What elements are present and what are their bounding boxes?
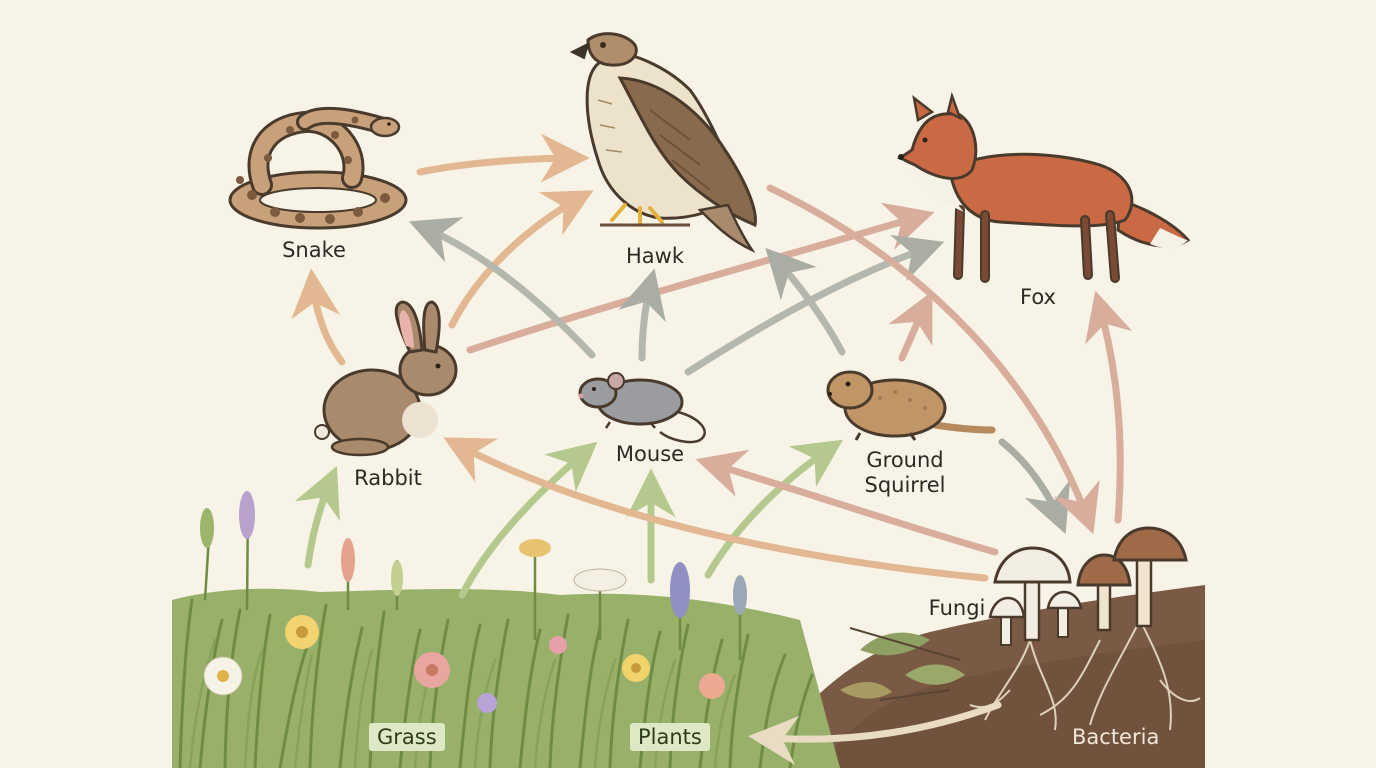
arrow-bacteria-to-plants xyxy=(748,701,1002,765)
soil-ground xyxy=(760,585,1205,768)
arrow-squirrel-to-fox xyxy=(888,291,933,362)
arrow-rabbit-to-hawk xyxy=(448,190,594,329)
wildflowers xyxy=(200,491,747,713)
arrow-squirrel-to-fungi xyxy=(998,438,1071,535)
label-mouse: Mouse xyxy=(615,442,685,466)
arrow-mouse-to-snake xyxy=(408,216,596,359)
arrow-rabbit-to-snake xyxy=(291,268,346,366)
label-ground-squirrel-line1: Ground xyxy=(866,448,944,472)
arrow-plants-to-squirrel xyxy=(704,439,844,579)
arrow-hawk-to-fungi xyxy=(766,184,1100,535)
label-fungi: Fungi xyxy=(928,596,986,620)
arrow-fox-to-fungi xyxy=(1085,290,1133,524)
hawk-illustration xyxy=(569,32,757,253)
label-ground-squirrel-line2: Squirrel xyxy=(864,473,946,497)
arrow-mouse-to-hawk xyxy=(618,268,666,362)
rabbit-illustration xyxy=(314,300,458,457)
fox-illustration xyxy=(896,91,1191,283)
arrow-snake-to-hawk xyxy=(416,133,590,183)
fungi-illustration xyxy=(988,526,1188,646)
arrow-rabbit-to-fox xyxy=(466,202,935,354)
mouse-illustration xyxy=(578,372,706,444)
arrow-squirrel-to-hawk xyxy=(765,247,846,356)
leaf-litter xyxy=(840,627,965,701)
label-bacteria: Bacteria xyxy=(1072,725,1160,749)
arrow-fungi-to-rabbit xyxy=(443,437,989,582)
label-grass: Grass xyxy=(369,723,445,751)
ground-squirrel-illustration xyxy=(826,370,996,441)
arrow-grass-to-mouse xyxy=(458,441,598,599)
snake-illustration xyxy=(228,106,408,230)
label-hawk: Hawk xyxy=(626,244,684,268)
arrow-grass-to-rabbit xyxy=(294,466,340,569)
arrow-fungi-to-mouse xyxy=(695,449,999,556)
label-fox: Fox xyxy=(1020,285,1056,309)
label-snake: Snake xyxy=(282,238,346,262)
label-rabbit: Rabbit xyxy=(354,466,422,490)
food-web-arrows xyxy=(291,133,1133,765)
label-plants: Plants xyxy=(630,723,710,751)
